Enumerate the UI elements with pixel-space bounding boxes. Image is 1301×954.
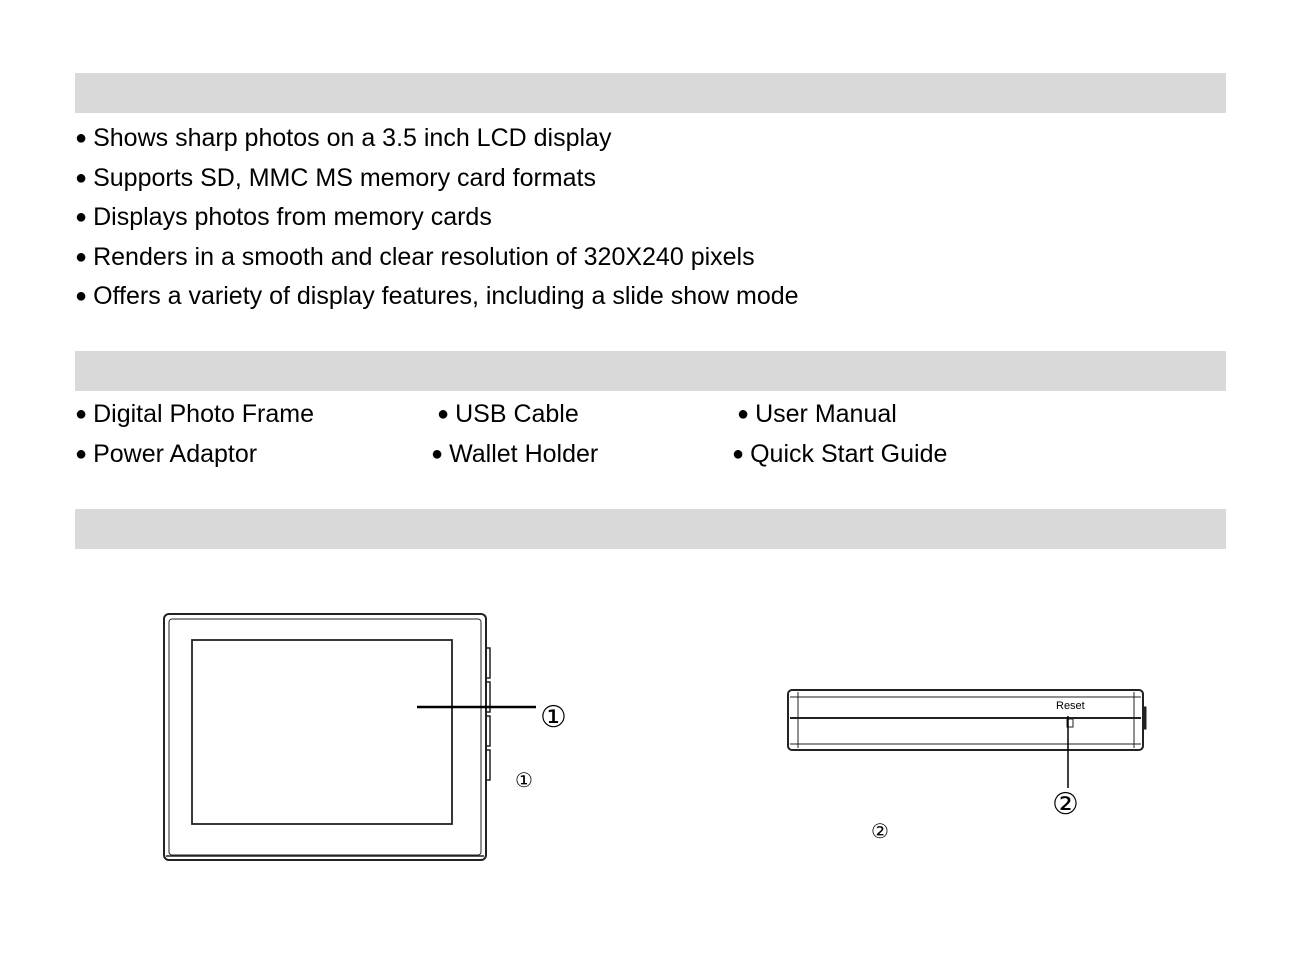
package-item-user-manual: User Manual — [737, 399, 897, 429]
feature-item: Shows sharp photos on a 3.5 inch LCD dis… — [75, 119, 799, 159]
callout-number-1: ① — [540, 700, 567, 735]
caption-marker-1: ① — [515, 768, 533, 792]
callout-number-2: ② — [1052, 787, 1079, 822]
top-body — [787, 689, 1144, 751]
frame-bezel — [168, 618, 482, 856]
package-item-power-adaptor: Power Adaptor — [75, 439, 257, 469]
front-view-diagram: ① — [163, 613, 567, 861]
reset-button — [1066, 718, 1074, 728]
caption-marker-2: ② — [871, 819, 889, 843]
feature-item: Displays photos from memory cards — [75, 198, 799, 238]
feature-item: Supports SD, MMC MS memory card formats — [75, 159, 799, 199]
package-item-quick-start-guide: Quick Start Guide — [732, 439, 947, 469]
lcd-screen — [191, 639, 453, 825]
package-item-usb-cable: USB Cable — [437, 399, 579, 429]
feature-item: Renders in a smooth and clear resolution… — [75, 238, 799, 278]
section-header-bar-overview — [75, 509, 1226, 549]
package-item-digital-photo-frame: Digital Photo Frame — [75, 399, 314, 429]
top-view-diagram: Reset ② — [787, 689, 1147, 822]
section-header-bar-package — [75, 351, 1226, 391]
section-header-bar-features — [75, 73, 1226, 113]
features-list: Shows sharp photos on a 3.5 inch LCD dis… — [75, 119, 799, 317]
reset-label: Reset — [1056, 700, 1085, 712]
package-item-wallet-holder: Wallet Holder — [431, 439, 598, 469]
feature-item: Offers a variety of display features, in… — [75, 277, 798, 317]
